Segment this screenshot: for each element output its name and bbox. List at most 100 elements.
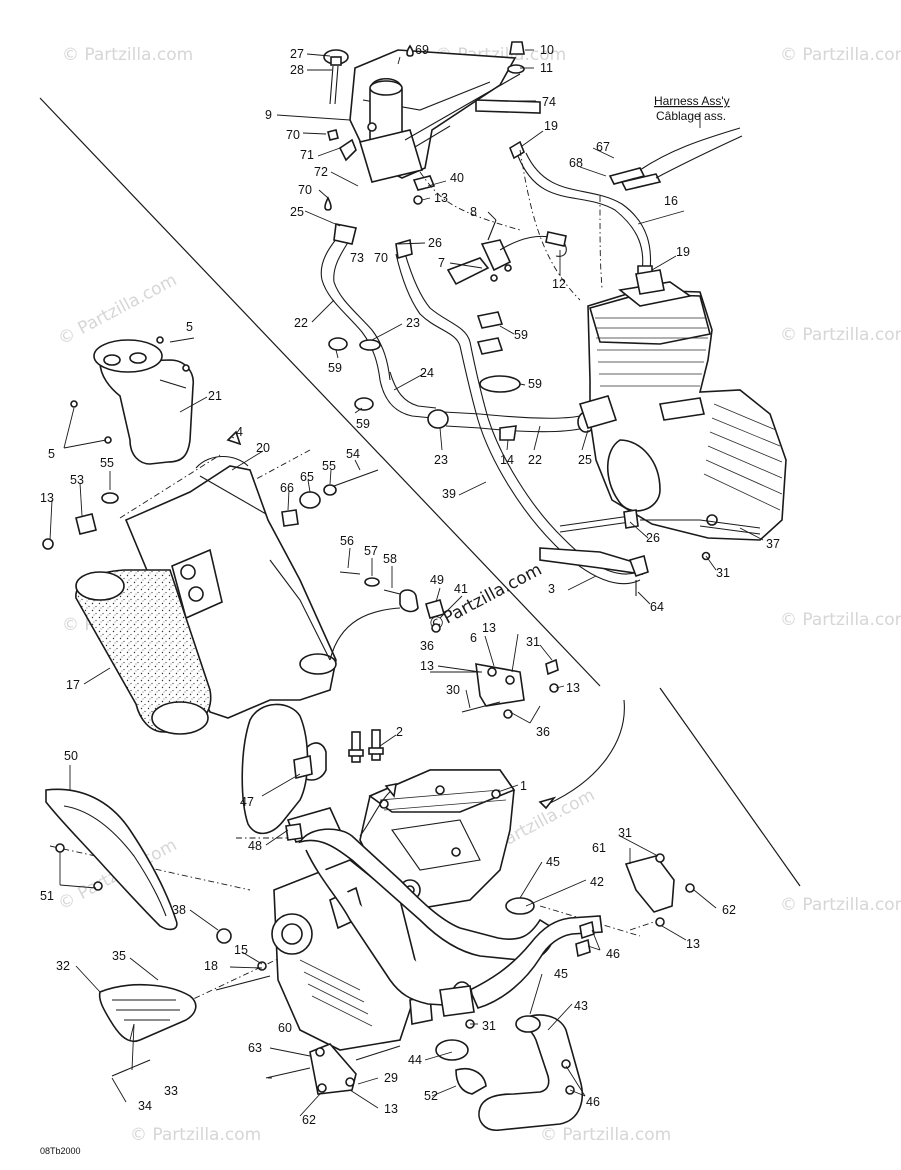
watermark-text: © Partzilla.com xyxy=(780,45,901,65)
callout-44: 44 xyxy=(408,1053,422,1067)
callout-35: 35 xyxy=(112,949,126,963)
callout-59a: 59 xyxy=(514,328,528,342)
callout-17: 17 xyxy=(66,678,80,692)
callout-63: 63 xyxy=(248,1041,262,1055)
callout-62b: 62 xyxy=(302,1113,316,1127)
callout-5b: 5 xyxy=(48,447,55,461)
callout-13f: 13 xyxy=(686,937,700,951)
callout-52: 52 xyxy=(424,1089,438,1103)
callout-43: 43 xyxy=(574,999,588,1013)
insulator-17 xyxy=(75,569,212,735)
callout-41: 41 xyxy=(454,582,468,596)
callout-25a: 25 xyxy=(290,205,304,219)
callout-26a: 26 xyxy=(428,236,442,250)
figure-reference: 08Tb2000 xyxy=(40,1146,81,1156)
callout-65: 65 xyxy=(300,470,314,484)
rod-3 xyxy=(539,547,649,596)
bolt-37 xyxy=(699,519,761,535)
callout-19a: 19 xyxy=(544,119,558,133)
callout-60: 60 xyxy=(278,1021,292,1035)
small-fittings-top xyxy=(324,41,525,211)
heat-shield-32 xyxy=(98,983,197,1077)
watermark-text: © Partzilla.com xyxy=(130,1125,261,1145)
callout-51: 51 xyxy=(40,889,54,903)
heat-shield-50 xyxy=(45,788,178,931)
callout-70c: 70 xyxy=(374,251,388,265)
callout-15: 15 xyxy=(234,943,248,957)
callout-71: 71 xyxy=(300,148,314,162)
leader-lines xyxy=(49,49,764,1117)
lower-fasteners xyxy=(215,920,595,1029)
callout-36a: 36 xyxy=(420,639,434,653)
callout-38: 38 xyxy=(172,903,186,917)
mount-hardware xyxy=(339,571,445,633)
callout-16: 16 xyxy=(664,194,678,208)
callout-2: 2 xyxy=(396,725,403,739)
callout-54: 54 xyxy=(346,447,360,461)
oil-switch-group xyxy=(446,219,567,286)
callout-31a: 31 xyxy=(716,566,730,580)
oil-hose-22 xyxy=(320,223,391,381)
callout-34: 34 xyxy=(138,1099,152,1113)
callout-13e: 13 xyxy=(566,681,580,695)
callout-39: 39 xyxy=(442,487,456,501)
callout-37: 37 xyxy=(766,537,780,551)
oil-tank-assembly xyxy=(349,49,541,183)
callout-67: 67 xyxy=(596,140,610,154)
harness-connector xyxy=(608,112,743,191)
callout-45b: 45 xyxy=(554,967,568,981)
callout-21: 21 xyxy=(208,389,222,403)
callout-18: 18 xyxy=(204,959,218,973)
callout-13g: 13 xyxy=(384,1102,398,1116)
section-cut-lines xyxy=(39,97,801,887)
callout-6: 6 xyxy=(470,631,477,645)
callout-49: 49 xyxy=(430,573,444,587)
callout-13a: 13 xyxy=(434,191,448,205)
watermark-text: © Partzilla.com xyxy=(540,1125,671,1145)
callout-10: 10 xyxy=(540,43,554,57)
harness-label-en: Harness Ass'y xyxy=(654,94,730,108)
callout-14: 14 xyxy=(500,453,514,467)
callout-73: 73 xyxy=(350,251,364,265)
watermark-text: © Partzilla.com xyxy=(62,45,193,65)
oil-hose-22b xyxy=(427,409,595,441)
engine-block xyxy=(578,269,787,541)
callout-72: 72 xyxy=(314,165,328,179)
callout-59b: 59 xyxy=(328,361,342,375)
callout-66: 66 xyxy=(280,481,294,495)
callout-5a: 5 xyxy=(186,320,193,334)
callout-61: 61 xyxy=(592,841,606,855)
bracket-61 xyxy=(624,853,695,927)
callout-50: 50 xyxy=(64,749,78,763)
watermark-text: © Partzilla.com xyxy=(780,895,901,915)
callout-23a: 23 xyxy=(406,316,420,330)
muffler-20 xyxy=(124,456,337,719)
callout-19b: 19 xyxy=(676,245,690,259)
callout-13b: 13 xyxy=(40,491,54,505)
spark-plugs-2 xyxy=(348,729,384,763)
callout-56: 56 xyxy=(340,534,354,548)
callout-55b: 55 xyxy=(322,459,336,473)
callout-22a: 22 xyxy=(294,316,308,330)
tailpipe-21 xyxy=(70,336,195,465)
callout-74: 74 xyxy=(542,95,556,109)
callout-26b: 26 xyxy=(646,531,660,545)
callout-1: 1 xyxy=(520,779,527,793)
callout-31c: 31 xyxy=(618,826,632,840)
callout-24: 24 xyxy=(420,366,434,380)
hardware-stack xyxy=(42,430,379,550)
filler-cap-dipstick xyxy=(323,49,349,105)
bracket-60 xyxy=(265,1043,401,1095)
callout-30: 30 xyxy=(446,683,460,697)
callout-36b: 36 xyxy=(536,725,550,739)
callout-12: 12 xyxy=(552,277,566,291)
callout-27: 27 xyxy=(290,47,304,61)
callout-64: 64 xyxy=(650,600,664,614)
callout-59d: 59 xyxy=(356,417,370,431)
callout-62a: 62 xyxy=(722,903,736,917)
callout-13c: 13 xyxy=(482,621,496,635)
callout-13d: 13 xyxy=(420,659,434,673)
callout-55a: 55 xyxy=(100,456,114,470)
callout-3: 3 xyxy=(548,582,555,596)
callout-47: 47 xyxy=(240,795,254,809)
